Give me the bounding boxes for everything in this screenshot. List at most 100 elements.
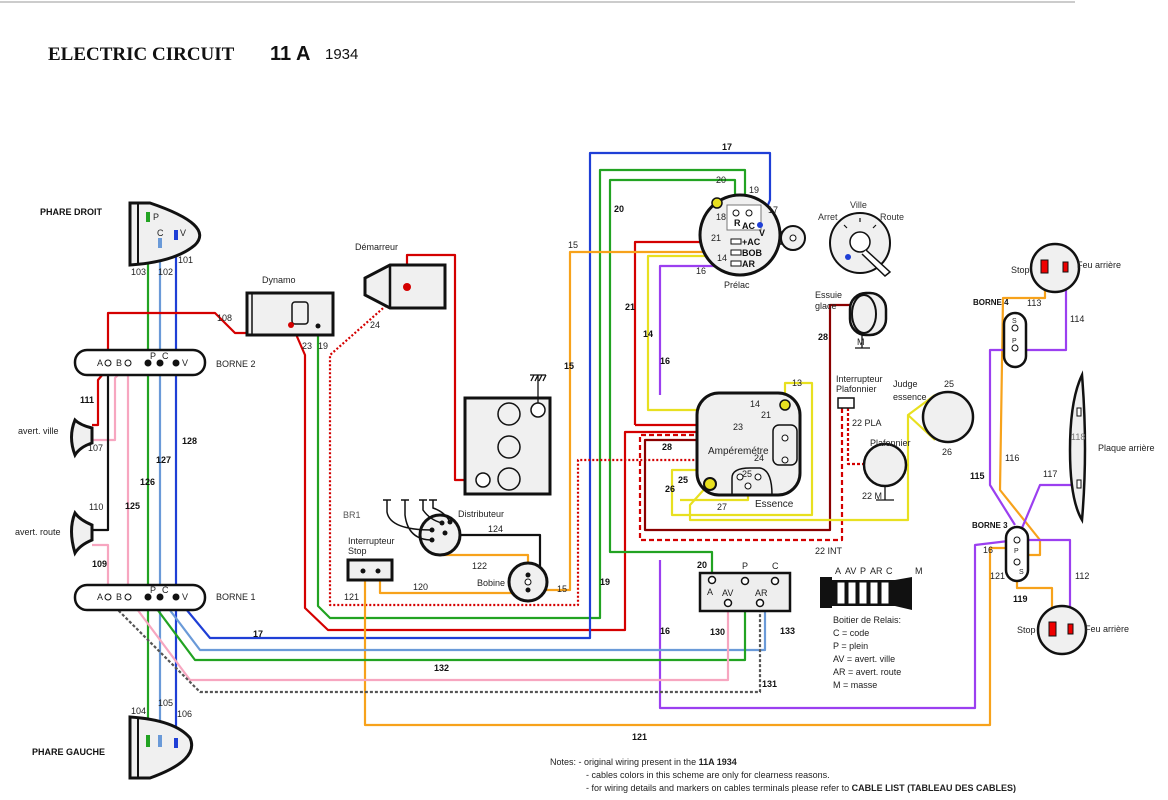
borne-4[interactable]: S P [1002,311,1028,369]
year-label: 1934 [325,46,358,63]
wire-label: 103 [131,267,146,277]
wire-label: 125 [125,501,140,511]
phare-droit[interactable]: P C V [128,201,202,267]
wire-label: 28 [662,442,672,452]
terminal-b: B [116,592,122,602]
bobine[interactable] [507,561,549,603]
wire-label: 21 [711,233,721,243]
wire-label: 107 [88,443,103,453]
feu-arriere-label-bottom: Feu arrière [1085,624,1129,634]
wire-label: 113 [1027,298,1041,308]
wire-133 [159,582,767,652]
demarreur[interactable] [363,263,447,310]
distributeur[interactable] [383,499,462,557]
wire-label: 22 INT [815,546,843,556]
battery[interactable] [463,374,552,496]
terminal-v: V [182,358,188,368]
wire-label: 19 [318,341,328,351]
wire-113-116 [998,265,1047,557]
diagram-title: ELECTRIC CIRCUIT [48,44,235,65]
wire-label: 17 [768,205,778,215]
terminal-p: P [150,351,156,361]
wire-label: 128 [182,436,197,446]
terminal-v: V [759,228,765,238]
relay-label-p: P [860,566,866,576]
note-1: Notes: - original wiring present in the [550,757,696,767]
relay-box[interactable]: A AV AR P C [698,561,792,613]
borne-1[interactable]: A B P C V [73,583,207,612]
borne-2[interactable]: A B P C V [73,348,207,377]
wire-22-pla [846,408,864,466]
terminal-a: A [97,592,103,602]
terminal-bob: BOB [742,248,763,258]
relay-label-ar: AR [870,566,883,576]
wire-label: 131 [762,679,777,689]
light-commutator[interactable] [829,212,892,277]
feu-arriere-top[interactable] [1029,242,1081,294]
relay-legend-item: M = masse [833,680,877,690]
wire-label: 21 [625,302,635,312]
wire-label: 13 [792,378,802,388]
essuie-glace[interactable] [848,291,888,349]
wire-label: 23 [302,341,312,351]
wire-label: 23 [733,422,743,432]
wire-label: 111 [80,395,94,405]
wire-label: 20 [716,175,726,185]
wire-label: 25 [678,475,688,485]
wire-label: 110 [89,502,103,512]
stop-label-bottom: Stop [1017,625,1036,635]
wire-label: 117 [1043,469,1057,479]
wire-label: 115 [970,471,985,481]
essuie-glace-m: M [857,337,865,347]
wire-19 [316,168,747,620]
amperemetre-panel[interactable] [695,391,802,497]
phare-gauche[interactable] [128,715,193,780]
terminal-v: V [182,592,188,602]
prelac-switch[interactable]: R AC V +AC BOB AR [698,193,806,277]
interrupteur-stop[interactable] [346,558,394,582]
wire-label: 17 [253,629,263,639]
bobine-label: Bobine [477,578,505,588]
terminal-c: C [162,351,169,361]
wire-label: 16 [696,266,706,276]
plaque-arriere[interactable] [1068,370,1087,524]
borne-3[interactable]: P S [1004,525,1030,583]
wire-114-115 [988,268,1068,526]
avert-route-horn[interactable] [70,509,94,557]
judge-essence[interactable] [921,390,975,444]
borne-4-label: BORNE 4 [973,298,1009,307]
wire-label: 120 [413,582,428,592]
relay-label-a: A [835,566,841,576]
essence-label: Essence [755,499,794,510]
borne-3-label: BORNE 3 [972,521,1008,530]
wire-label: 102 [158,267,173,277]
wires [90,151,1079,745]
wire-label: 26 [665,484,675,494]
terminal-v: V [180,228,186,238]
wire-label: 109 [92,559,107,569]
wire-label: 25 [742,469,752,479]
wire-label: 16 [660,626,670,636]
borne-2-label: BORNE 2 [216,359,256,369]
terminal-p: P [150,585,156,595]
wire-label: 28 [818,332,828,342]
terminal-a: A [707,587,713,597]
terminal-p: P [1012,338,1017,345]
avert-ville-horn[interactable] [70,417,94,459]
wire-label: 132 [434,663,449,673]
wire-label: 130 [710,627,725,637]
relay-legend-item: C = code [833,628,869,638]
wire-label: 126 [140,477,155,487]
wire-label: 19 [749,185,759,195]
relay-label-c: C [886,566,893,576]
dynamo[interactable] [245,291,335,337]
terminal-c: C [157,228,164,238]
plafonnier-lamp[interactable] [862,442,908,501]
wire-label: 104 [131,706,146,716]
wire-110 [92,368,110,532]
terminal-p: P [1014,548,1019,555]
interrupteur-plafonnier[interactable] [837,397,855,409]
wire-label: 15 [568,240,578,250]
feu-arriere-bottom[interactable] [1036,604,1088,656]
